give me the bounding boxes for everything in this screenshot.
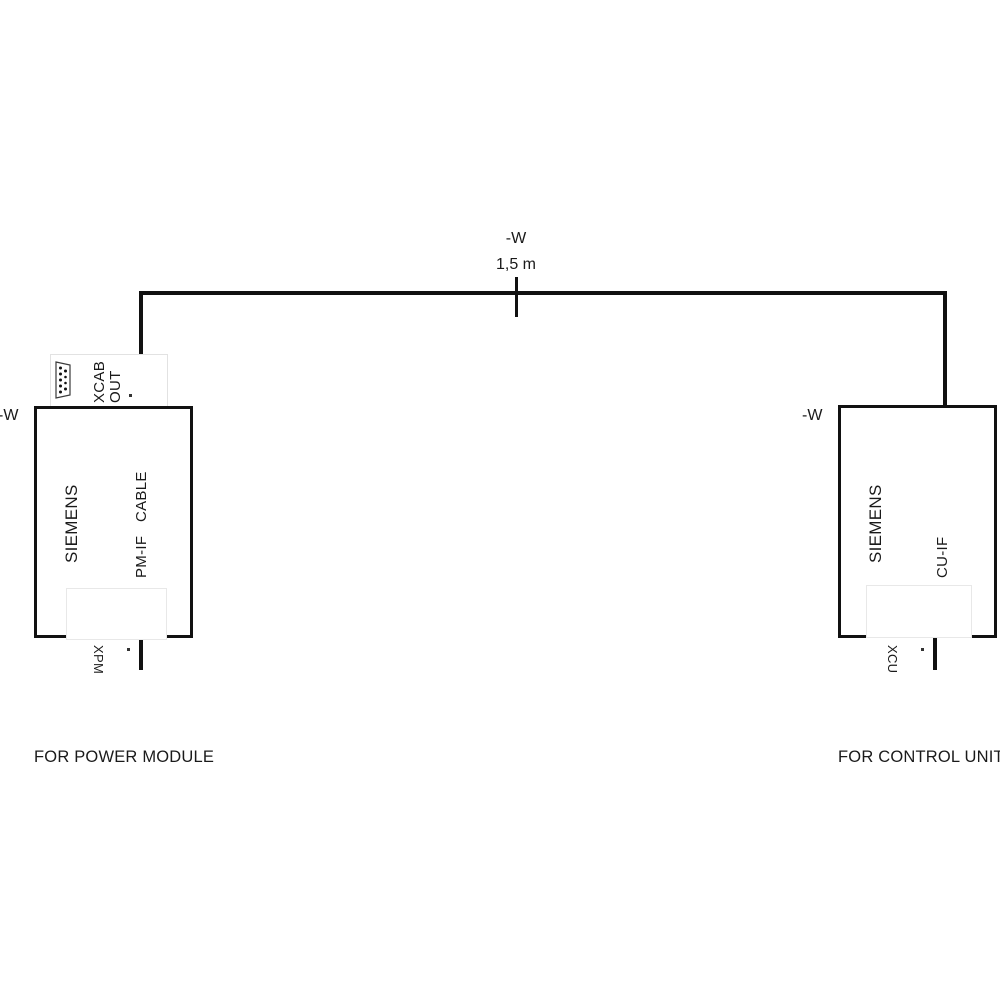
control-unit-interface-label: CU-IF	[934, 536, 951, 579]
power-module-cable-designation: -W	[0, 407, 19, 424]
dsub-male-connector-icon	[52, 360, 74, 405]
power-module-cable-label: CABLE	[133, 471, 150, 522]
power-module-bottom-port-label: XPM	[91, 645, 106, 675]
power-module-bottom-port-dot	[127, 648, 130, 651]
power-module-brand: SIEMENS	[62, 484, 81, 563]
cable-stub-xpm	[139, 637, 143, 670]
control-unit-inner-panel	[866, 585, 972, 638]
left-connector-0-direction: OUT	[107, 370, 124, 403]
control-unit-bottom-port-label: XCU	[885, 645, 900, 674]
cable-segment-right-vertical	[943, 293, 947, 407]
control-unit-bottom-port-dot	[921, 648, 924, 651]
cable-length-tick-mark	[515, 277, 518, 317]
control-unit-caption: FOR CONTROL UNIT	[838, 748, 1000, 766]
cable-segment-top-horizontal	[139, 291, 947, 295]
left-connector-0-dot	[129, 394, 132, 397]
power-module-inner-panel	[66, 588, 167, 640]
cable-stub-xcu	[933, 637, 937, 670]
cable-designation-label: -W	[505, 230, 527, 247]
power-module-interface-label: PM-IF	[133, 535, 150, 578]
cable-length-label: 1,5 m	[495, 256, 536, 273]
control-unit-brand: SIEMENS	[866, 484, 885, 563]
power-module-caption: FOR POWER MODULE	[34, 748, 215, 766]
left-connector-0-name: XCAB	[91, 360, 108, 403]
control-unit-cable-designation: -W	[802, 407, 823, 424]
